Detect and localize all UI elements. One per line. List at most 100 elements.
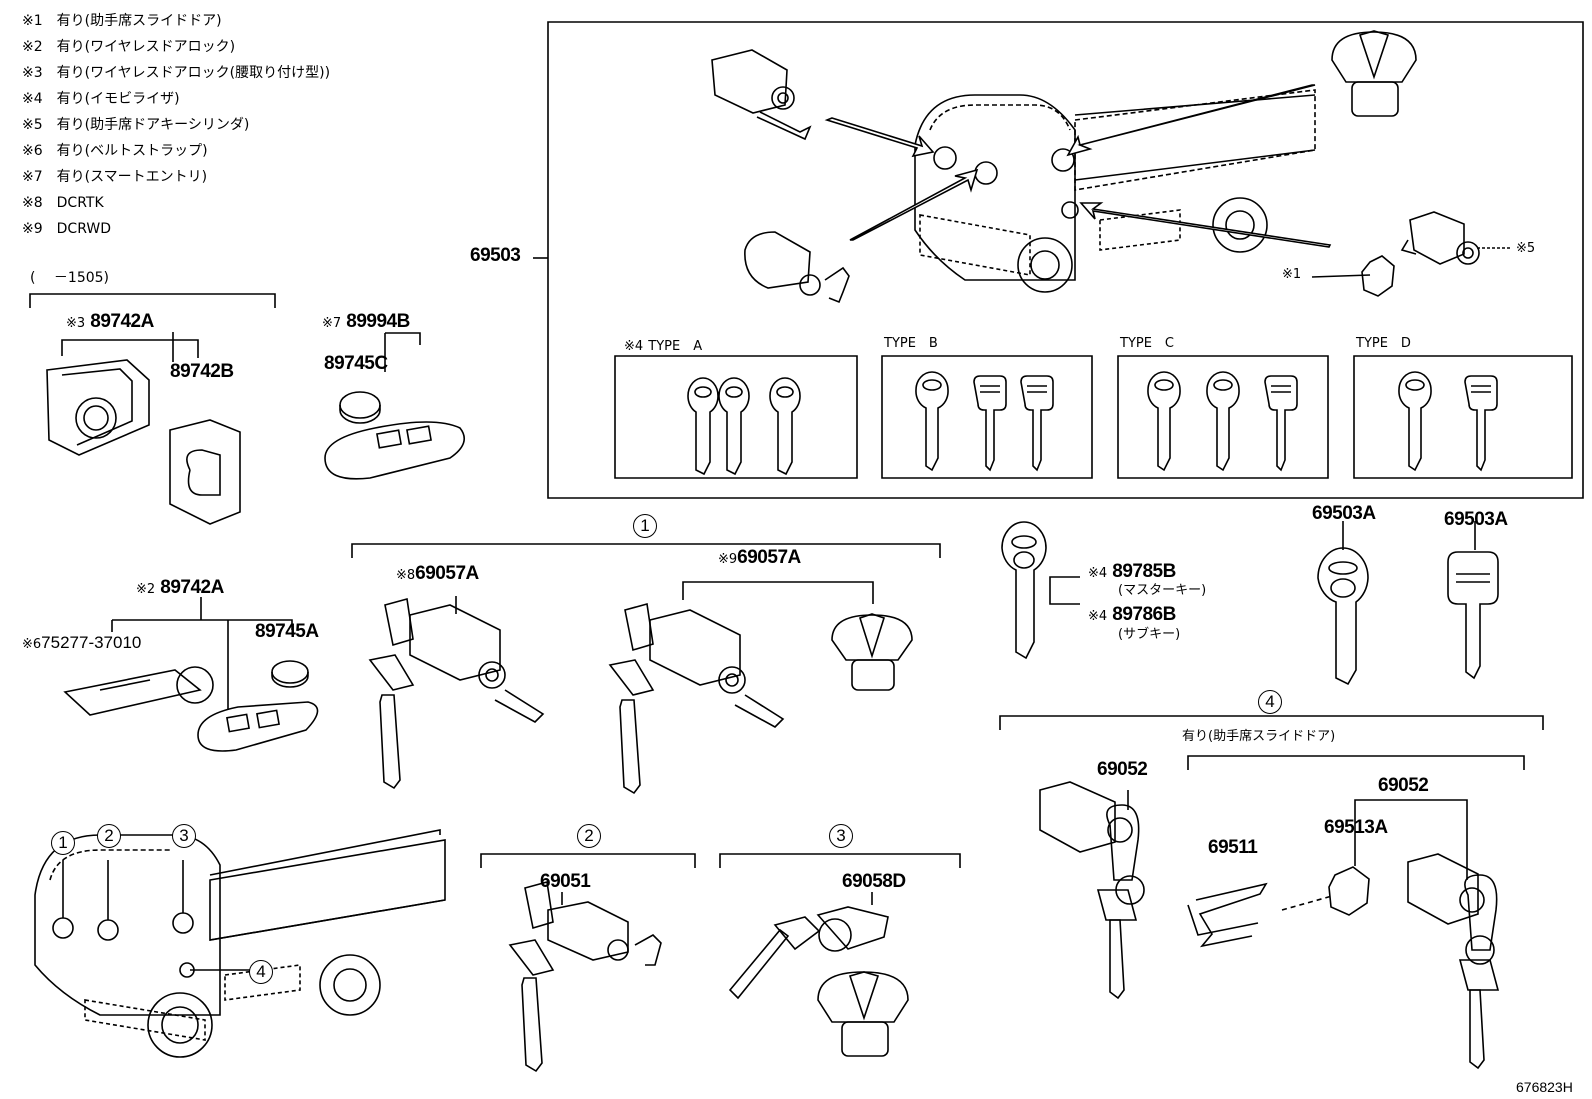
part-69058D[interactable]: 69058D bbox=[842, 871, 906, 892]
note-mark: ※2 bbox=[22, 39, 43, 55]
remote-89742A-3 bbox=[47, 360, 149, 455]
note-mark: ※4 bbox=[22, 91, 43, 107]
note-mark: ※7 bbox=[22, 169, 43, 185]
part-69052-1[interactable]: 69052 bbox=[1097, 759, 1148, 780]
part-89742B[interactable]: 89742B bbox=[170, 361, 234, 382]
note-mark: ※9 bbox=[22, 221, 43, 237]
note-mark: ※5 bbox=[22, 117, 43, 133]
note-text: 有り(ワイヤレスドアロック) bbox=[56, 39, 236, 55]
key-69503A-1 bbox=[1318, 548, 1368, 684]
note-marker: ※4 bbox=[1088, 609, 1108, 624]
part-69503[interactable]: 69503 bbox=[470, 245, 521, 266]
key-69503A-2 bbox=[1448, 552, 1498, 678]
type-name: TYPE A bbox=[648, 339, 703, 354]
label-89742A-3[interactable]: ※3 89742A bbox=[66, 312, 154, 331]
label-89994B[interactable]: ※7 89994B bbox=[322, 312, 410, 331]
part-number: 69057A bbox=[415, 563, 479, 584]
note-marker: ※4 bbox=[1088, 566, 1108, 581]
holder-89742B bbox=[170, 420, 240, 524]
note-text: 有り(助手席スライドドア) bbox=[56, 13, 222, 29]
top-cylinder-1 bbox=[712, 50, 810, 139]
cap-69057A-9 bbox=[832, 614, 912, 690]
ring-69513A bbox=[1329, 867, 1369, 915]
callout-4[interactable]: 4 bbox=[1258, 690, 1282, 714]
part-89745C[interactable]: 89745C bbox=[324, 353, 388, 374]
part-69503A-2[interactable]: 69503A bbox=[1444, 509, 1508, 530]
note-text: 有り(助手席ドアキーシリンダ) bbox=[56, 117, 250, 133]
note-8: ※8 DCRTK bbox=[22, 196, 104, 210]
keys-69058D bbox=[730, 907, 888, 998]
part-69511[interactable]: 69511 bbox=[1208, 837, 1258, 858]
label-89786B[interactable]: ※4 89786B bbox=[1088, 605, 1176, 624]
note-marker: ※7 bbox=[322, 316, 342, 331]
top-cylinder-2 bbox=[745, 232, 849, 302]
note-marker: ※8 bbox=[396, 568, 416, 583]
spring-69511 bbox=[1188, 884, 1266, 946]
note-mark: ※8 bbox=[22, 195, 43, 211]
caption-sub-key: (サブキー) bbox=[1118, 627, 1181, 642]
cylinder-69052-2 bbox=[1408, 854, 1498, 1068]
note-text: 有り(ワイヤレスドアロック(腰取り付け型)) bbox=[56, 65, 331, 81]
cylinder-69057A-8 bbox=[370, 599, 543, 788]
type-a-box bbox=[615, 356, 857, 478]
smartkey-89994B bbox=[325, 422, 464, 479]
period-range: ( －1505) bbox=[30, 270, 110, 286]
callout-1[interactable]: 1 bbox=[633, 514, 657, 538]
truck-illustration-bottom bbox=[35, 830, 445, 1057]
note-mark: ※6 bbox=[22, 143, 43, 159]
note-mark: ※3 bbox=[22, 65, 43, 81]
note-marker: ※4 bbox=[624, 339, 644, 354]
part-number: 89742A bbox=[160, 577, 224, 598]
type-d-box bbox=[1354, 356, 1572, 478]
type-c-keys bbox=[1148, 372, 1297, 470]
truck-callout-4[interactable]: 4 bbox=[249, 960, 273, 984]
truck-callout-3[interactable]: 3 bbox=[172, 824, 196, 848]
label-89742A-2[interactable]: ※2 89742A bbox=[136, 578, 224, 597]
part-number: 89785B bbox=[1112, 561, 1176, 582]
cap-69058D bbox=[818, 972, 908, 1056]
note-2: ※2 有り(ワイヤレスドアロック) bbox=[22, 40, 235, 54]
part-69052-2[interactable]: 69052 bbox=[1378, 775, 1429, 796]
type-a-label: ※4 TYPE A bbox=[624, 337, 702, 353]
note-text: DCRWD bbox=[56, 221, 111, 237]
label-89785B[interactable]: ※4 89785B bbox=[1088, 562, 1176, 581]
truck-callout-1[interactable]: 1 bbox=[51, 831, 75, 855]
note-marker: ※3 bbox=[66, 316, 86, 331]
pointer-arrows bbox=[827, 85, 1330, 247]
note-7: ※7 有り(スマートエントリ) bbox=[22, 170, 207, 184]
truck-illustration-top bbox=[915, 90, 1315, 292]
caption-slide-door: 有り(助手席スライドドア) bbox=[1182, 729, 1336, 744]
cylinder-69051 bbox=[510, 882, 661, 1071]
note-3: ※3 有り(ワイヤレスドアロック(腰取り付け型)) bbox=[22, 66, 330, 80]
note-6: ※6 有り(ベルトストラップ) bbox=[22, 144, 208, 158]
caption-master-key: (マスターキー) bbox=[1118, 583, 1207, 598]
marker-note-5: ※5 bbox=[1516, 241, 1536, 256]
part-number: 89994B bbox=[346, 311, 410, 332]
part-number: 89786B bbox=[1112, 604, 1176, 625]
top-cylinder-3 bbox=[1402, 212, 1479, 264]
note-5: ※5 有り(助手席ドアキーシリンダ) bbox=[22, 118, 249, 132]
truck-callout-2[interactable]: 2 bbox=[97, 824, 121, 848]
marker-note-1: ※1 bbox=[1282, 267, 1302, 282]
part-69051[interactable]: 69051 bbox=[540, 871, 591, 892]
note-text: 有り(イモビライザ) bbox=[56, 91, 180, 107]
callout-3[interactable]: 3 bbox=[829, 824, 853, 848]
type-d-label: TYPE D bbox=[1356, 336, 1411, 351]
note-marker: ※9 bbox=[718, 552, 738, 567]
callout-2[interactable]: 2 bbox=[577, 824, 601, 848]
part-69503A-1[interactable]: 69503A bbox=[1312, 503, 1376, 524]
label-69057A-8[interactable]: ※869057A bbox=[396, 564, 479, 583]
type-a-keys bbox=[688, 378, 800, 474]
note-mark: ※1 bbox=[22, 13, 43, 29]
label-75277-37010[interactable]: ※675277-37010 bbox=[22, 634, 141, 651]
type-c-box bbox=[1118, 356, 1328, 478]
type-b-keys bbox=[916, 372, 1053, 470]
label-69057A-9[interactable]: ※969057A bbox=[718, 548, 801, 567]
coin-89745A bbox=[272, 661, 308, 687]
part-69513A[interactable]: 69513A bbox=[1324, 817, 1388, 838]
part-number: 69057A bbox=[737, 547, 801, 568]
part-89745A[interactable]: 89745A bbox=[255, 621, 319, 642]
note-1: ※1 有り(助手席スライドドア) bbox=[22, 14, 222, 28]
note-marker: ※6 bbox=[22, 637, 42, 652]
